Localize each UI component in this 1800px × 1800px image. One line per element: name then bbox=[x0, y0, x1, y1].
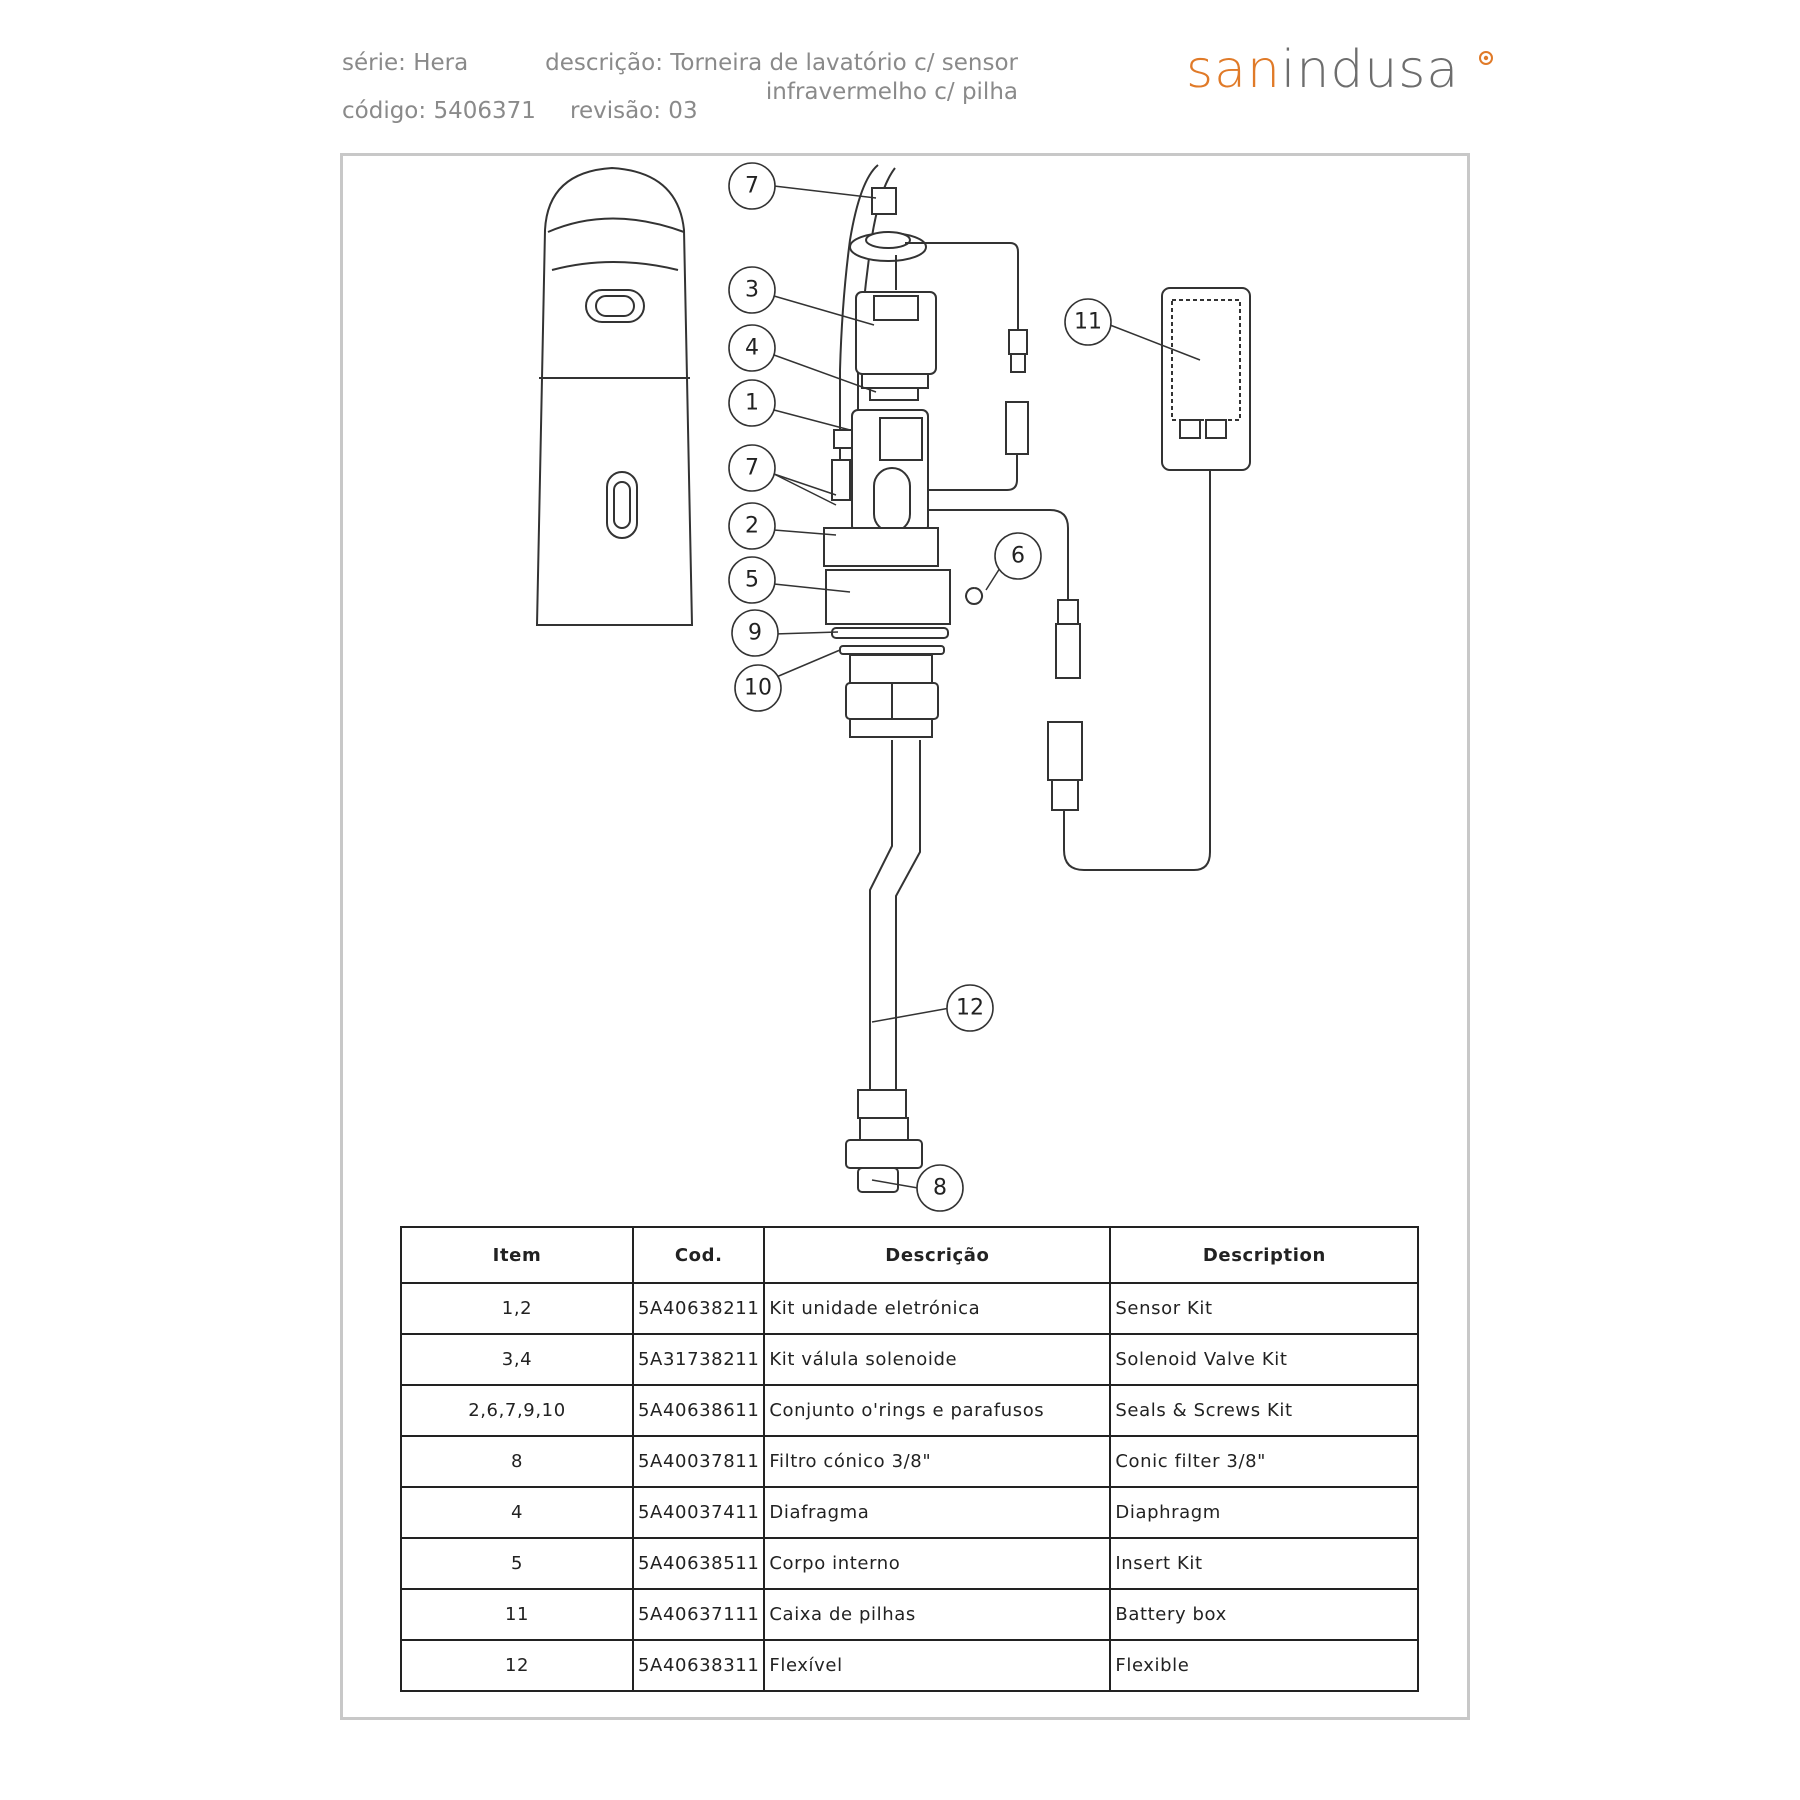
cell-cod: 5A40638211 bbox=[631, 1282, 766, 1335]
callout-1: 1 bbox=[728, 379, 776, 427]
callout-4: 4 bbox=[728, 324, 776, 372]
sanindusa-logo: sanindusa bbox=[1186, 40, 1459, 100]
faucet-body-drawing bbox=[535, 166, 694, 626]
codigo-label: código: 5406371 bbox=[342, 98, 536, 124]
cell-description: Conic filter 3/8" bbox=[1109, 1435, 1420, 1488]
revisao-label: revisão: 03 bbox=[570, 98, 698, 124]
cell-descricao: Kit válula solenoide bbox=[763, 1333, 1112, 1386]
cell-description: Seals & Screws Kit bbox=[1109, 1384, 1420, 1437]
leader-lines bbox=[773, 185, 1201, 1189]
cell-description: Insert Kit bbox=[1109, 1537, 1420, 1590]
cell-cod: 5A40638511 bbox=[631, 1537, 766, 1590]
cell-item: 2,6,7,9,10 bbox=[400, 1384, 634, 1437]
cell-descricao: Caixa de pilhas bbox=[763, 1588, 1112, 1641]
descricao-label: descrição: Torneira de lavatório c/ sens… bbox=[545, 50, 1018, 76]
serie-label: série: Hera bbox=[342, 50, 469, 76]
descricao-label-continued: infravermelho c/ pilha bbox=[765, 79, 1018, 105]
table-row: 11 5A40637111 Caixa de pilhas Battery bo… bbox=[400, 1588, 1420, 1641]
cell-cod: 5A40638611 bbox=[631, 1384, 766, 1437]
callout-10: 10 bbox=[734, 664, 782, 712]
drawing-frame bbox=[340, 153, 1470, 1720]
svg-text:3: 3 bbox=[745, 278, 759, 303]
cell-descricao: Kit unidade eletrónica bbox=[763, 1282, 1112, 1335]
header-item: Item bbox=[400, 1226, 634, 1284]
cell-cod: 5A40637111 bbox=[631, 1588, 766, 1641]
svg-text:10: 10 bbox=[744, 676, 772, 701]
flexible-hose-drawing bbox=[845, 740, 923, 1193]
cell-descricao: Corpo interno bbox=[763, 1537, 1112, 1590]
table-row: 2,6,7,9,10 5A40638611 Conjunto o'rings e… bbox=[400, 1384, 1420, 1437]
cell-description: Solenoid Valve Kit bbox=[1109, 1333, 1420, 1386]
cell-cod: 5A40037811 bbox=[631, 1435, 766, 1488]
header-descricao: Descrição bbox=[763, 1226, 1112, 1284]
svg-text:11: 11 bbox=[1074, 310, 1102, 335]
callout-5: 5 bbox=[728, 556, 776, 604]
cell-descricao: Diafragma bbox=[763, 1486, 1112, 1539]
callout-11: 11 bbox=[1064, 298, 1112, 346]
callout-9: 9 bbox=[731, 609, 779, 657]
table-row: 12 5A40638311 Flexível Flexible bbox=[400, 1639, 1420, 1692]
cell-item: 4 bbox=[400, 1486, 634, 1539]
svg-text:6: 6 bbox=[1011, 544, 1025, 569]
callout-8: 8 bbox=[916, 1164, 964, 1212]
cell-descricao: Flexível bbox=[763, 1639, 1112, 1692]
svg-text:8: 8 bbox=[933, 1176, 947, 1201]
header-description: Description bbox=[1109, 1226, 1420, 1284]
cell-cod: 5A40638311 bbox=[631, 1639, 766, 1692]
svg-text:1: 1 bbox=[745, 391, 759, 416]
table-row: 8 5A40037811 Filtro cónico 3/8" Conic fi… bbox=[400, 1435, 1420, 1488]
header-cod: Cod. bbox=[631, 1226, 766, 1284]
logo-mark-icon bbox=[1479, 51, 1493, 65]
svg-text:7: 7 bbox=[745, 456, 759, 481]
valve-assembly-drawing bbox=[823, 187, 951, 738]
svg-text:9: 9 bbox=[748, 621, 762, 646]
callout-7-top: 7 bbox=[728, 162, 776, 210]
cell-item: 8 bbox=[400, 1435, 634, 1488]
callout-6: 6 bbox=[994, 532, 1042, 580]
svg-text:5: 5 bbox=[745, 568, 759, 593]
cell-item: 11 bbox=[400, 1588, 634, 1641]
table-row: 5 5A40638511 Corpo interno Insert Kit bbox=[400, 1537, 1420, 1590]
svg-text:4: 4 bbox=[745, 336, 759, 361]
battery-box-drawing bbox=[1161, 287, 1251, 471]
callout-7-middle: 7 bbox=[728, 444, 776, 492]
cell-item: 3,4 bbox=[400, 1333, 634, 1386]
wiring-drawing bbox=[905, 242, 1211, 871]
table-row: 3,4 5A31738211 Kit válula solenoide Sole… bbox=[400, 1333, 1420, 1386]
callout-2: 2 bbox=[728, 502, 776, 550]
cell-descricao: Conjunto o'rings e parafusos bbox=[763, 1384, 1112, 1437]
cell-description: Battery box bbox=[1109, 1588, 1420, 1641]
cell-description: Sensor Kit bbox=[1109, 1282, 1420, 1335]
cell-descricao: Filtro cónico 3/8" bbox=[763, 1435, 1112, 1488]
logo-text-indusa: indusa bbox=[1280, 40, 1460, 100]
table-row: 4 5A40037411 Diafragma Diaphragm bbox=[400, 1486, 1420, 1539]
svg-text:12: 12 bbox=[956, 996, 984, 1021]
table-header-row: Item Cod. Descrição Description bbox=[400, 1226, 1420, 1284]
callout-3: 3 bbox=[728, 266, 776, 314]
cell-description: Diaphragm bbox=[1109, 1486, 1420, 1539]
cell-description: Flexible bbox=[1109, 1639, 1420, 1692]
cell-item: 12 bbox=[400, 1639, 634, 1692]
svg-text:2: 2 bbox=[745, 514, 759, 539]
cell-item: 1,2 bbox=[400, 1282, 634, 1335]
cell-cod: 5A31738211 bbox=[631, 1333, 766, 1386]
table-row: 1,2 5A40638211 Kit unidade eletrónica Se… bbox=[400, 1282, 1420, 1335]
svg-text:7: 7 bbox=[745, 174, 759, 199]
callout-12: 12 bbox=[946, 984, 994, 1032]
cell-item: 5 bbox=[400, 1537, 634, 1590]
logo-text-san: san bbox=[1186, 40, 1281, 100]
parts-table: Item Cod. Descrição Description 1,2 5A40… bbox=[400, 1226, 1420, 1692]
cell-cod: 5A40037411 bbox=[631, 1486, 766, 1539]
